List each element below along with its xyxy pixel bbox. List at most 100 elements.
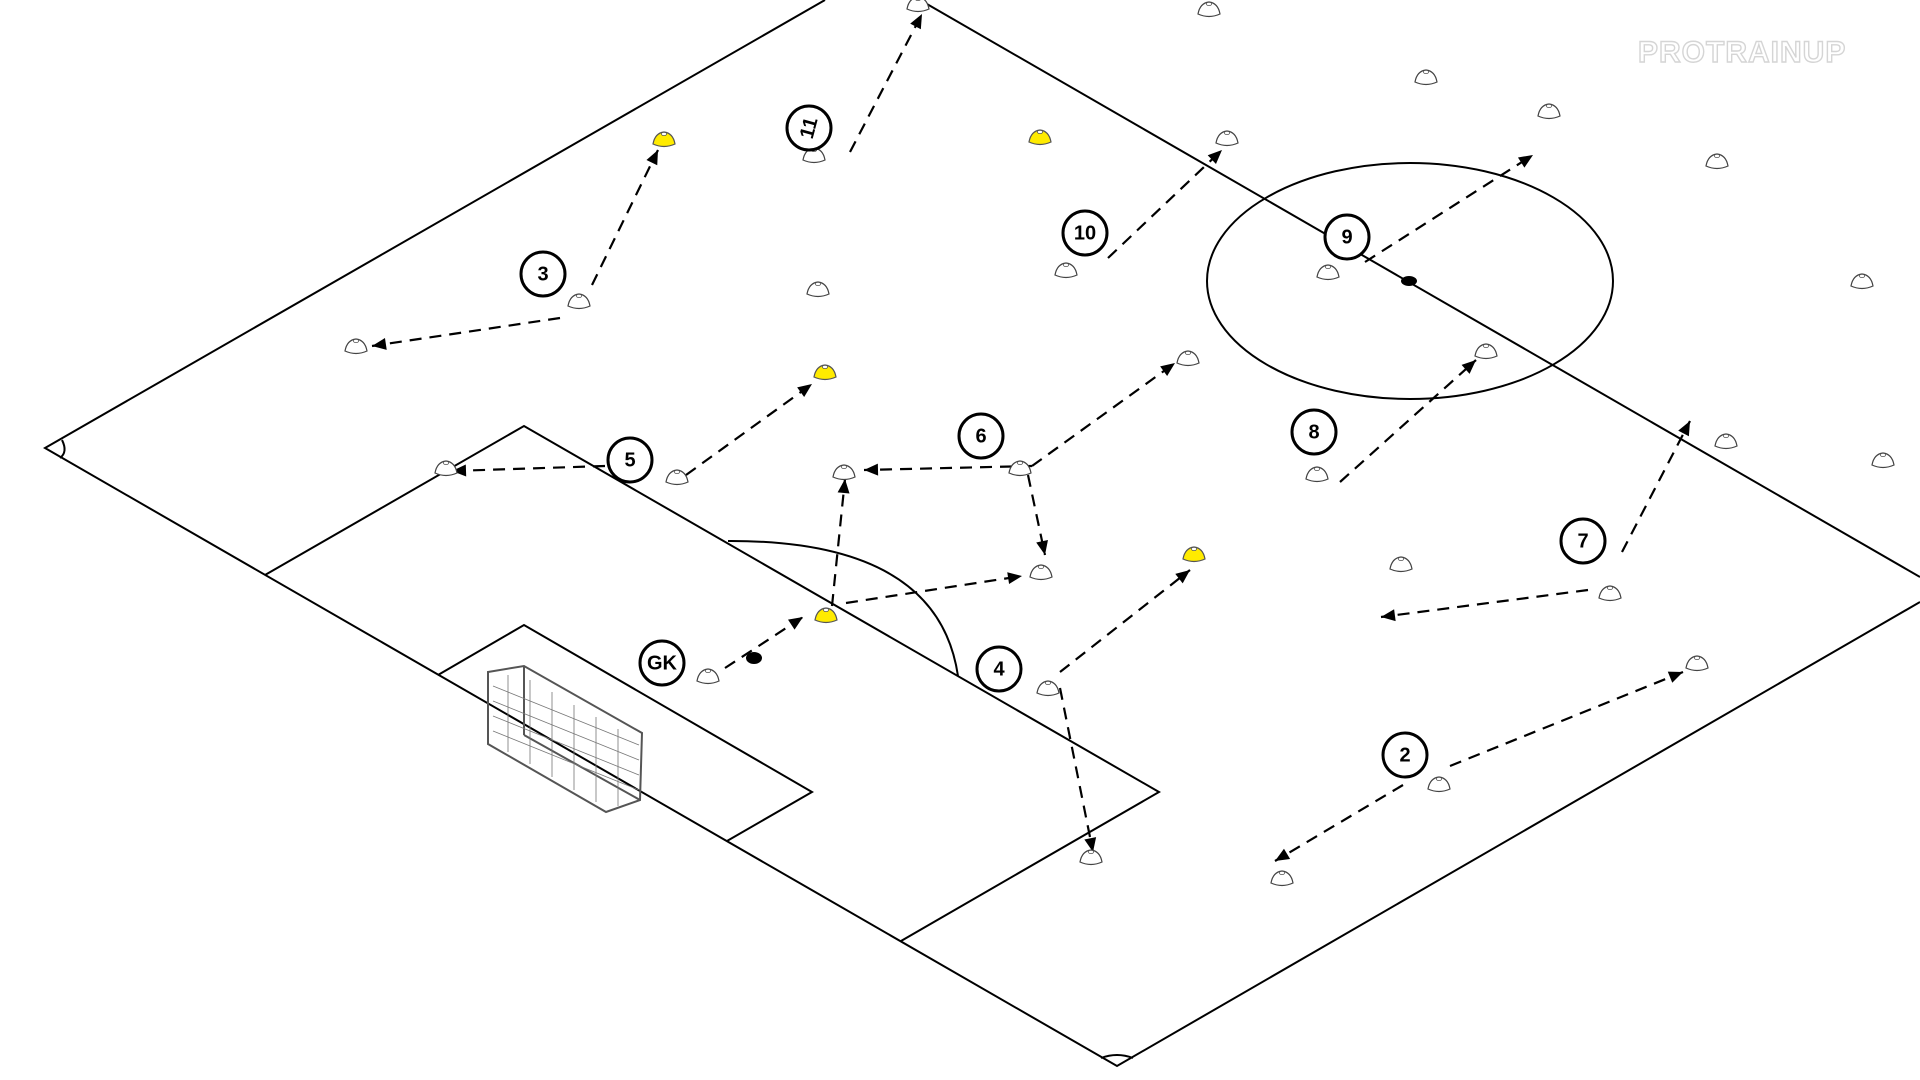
cone-top [823,608,830,613]
cone-top [442,460,449,465]
cone-top [674,469,681,474]
svg-text:GK: GK [647,652,678,674]
cone-top [1185,350,1192,355]
white-cone [1008,460,1032,477]
white-cone [1705,153,1729,170]
svg-text:9: 9 [1341,226,1352,248]
arrowhead [1160,363,1175,377]
yellow-cone [1028,129,1052,146]
player-4: 4 [975,645,1023,693]
white-cone [1537,103,1561,120]
cone-top [705,669,712,674]
arrowhead [1381,609,1396,622]
arrowhead [1084,837,1097,852]
white-cone [1474,343,1498,360]
svg-text:3: 3 [537,263,548,285]
white-cone [1414,69,1438,86]
cone-top [1436,777,1443,782]
arrowhead [910,14,922,30]
white-cone [665,469,689,486]
player-7: 7 [1559,517,1607,565]
svg-text:2: 2 [1399,744,1410,766]
white-cone [1389,556,1413,573]
movement-arrow [685,383,813,476]
player-10: 10 [1061,209,1109,257]
arrowhead [1036,540,1048,555]
player-3: 3 [519,250,567,298]
movement-arrow [849,13,923,153]
white-cone [344,338,368,355]
ball [746,652,762,664]
cone-top [1546,104,1553,109]
cone-top [822,364,829,369]
movement-arrow [845,574,1023,605]
player-2: 2 [1381,731,1429,779]
cone-top [1694,656,1701,661]
goal-area [437,623,814,842]
cone-top [841,464,848,469]
cone-top [1063,262,1070,267]
arrowhead [1207,150,1222,164]
white-cone [1029,564,1053,581]
movement-arrow [1274,784,1404,862]
cone-top [1206,2,1213,7]
arrowhead [1678,421,1690,437]
arrowhead [864,463,879,476]
balls [746,276,1417,664]
cone-top [1017,460,1024,465]
cone-top [1279,871,1286,876]
cone-top [1224,130,1231,135]
white-cone [1054,262,1078,279]
cone-top [1483,343,1490,348]
movement-arrow [1059,569,1191,673]
player-8: 8 [1290,408,1338,456]
arrowhead [1007,572,1022,585]
arrowhead [1275,848,1291,861]
movement-arrow [371,316,561,348]
cone-top [815,281,822,286]
white-cone [1850,273,1874,290]
movement-arrow [830,478,847,607]
cone-top [1723,433,1730,438]
svg-text:8: 8 [1308,421,1319,443]
cone-top [1880,452,1887,457]
white-cone [1685,655,1709,672]
penalty-box [264,424,1162,942]
cone-top [1314,466,1321,471]
player-9: 9 [1323,213,1371,261]
svg-text:4: 4 [993,658,1005,680]
movement-arrow [1058,687,1095,853]
movement-arrow [1380,588,1589,619]
arrowhead [372,338,387,350]
arrowhead [1667,671,1683,683]
white-cone [1871,452,1895,469]
svg-text:5: 5 [624,449,635,471]
movement-arrow [1449,670,1684,768]
cone-top [1423,70,1430,75]
player-gk: GK [638,639,686,687]
cone-top [1325,264,1332,269]
white-cone [802,147,826,164]
arrowhead [1461,360,1476,374]
cone-top [1191,547,1198,552]
white-cone [1598,585,1622,602]
white-cone [832,464,856,481]
svg-text:7: 7 [1577,530,1588,552]
corner-arc-left [59,439,66,459]
svg-text:6: 6 [975,425,986,447]
players: GK 2 3 4 5 6 7 8 [519,104,1607,779]
arrowhead [646,150,658,166]
movement-arrow [1339,359,1477,483]
white-cone [1714,433,1738,450]
cone-top [1088,850,1095,855]
yellow-cone [813,364,837,381]
movement-arrow [1364,154,1534,263]
white-cone [1197,1,1221,18]
penalty-arc [727,539,959,677]
brand-logo: PROTRAINUP [1638,36,1846,69]
arrowhead [452,464,467,477]
white-cone [1270,870,1294,887]
cone-top [915,0,921,1]
arrowhead [837,479,850,494]
white-cone [434,460,458,477]
